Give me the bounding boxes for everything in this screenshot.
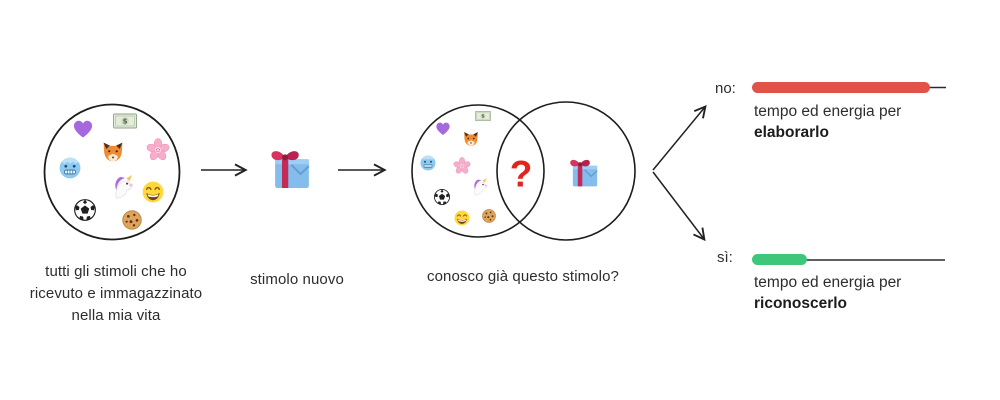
- question-mark: ?: [509, 153, 533, 195]
- branch-yes-label: sì:: [717, 249, 733, 266]
- cold-face-icon: [419, 154, 437, 172]
- purple-heart-icon: [434, 119, 453, 138]
- soccer-icon: [433, 188, 452, 207]
- question-caption: conosco già questo stimolo?: [427, 268, 619, 285]
- money-icon: $: [113, 113, 137, 129]
- venn-left-circle: [411, 104, 545, 238]
- branch-no-label: no:: [715, 80, 736, 97]
- purple-heart-icon: [70, 115, 96, 141]
- grin-icon: [141, 180, 166, 205]
- branch-yes-text-line1: tempo ed energia per: [754, 274, 902, 291]
- unicorn-icon: [470, 177, 490, 197]
- memory-caption: tutti gli stimoli che ho ricevuto e imma…: [29, 263, 203, 324]
- cookie-icon: [481, 208, 498, 225]
- venn-right-circle: [496, 101, 636, 241]
- branch-no-text: tempo ed energia per elaborarlo: [754, 101, 901, 143]
- blossom-icon: [453, 157, 471, 175]
- fox-icon: [100, 139, 126, 165]
- unicorn-icon: [110, 174, 137, 201]
- svg-text:$: $: [481, 114, 484, 120]
- branch-no-text-line1: tempo ed energia per: [754, 103, 902, 120]
- soccer-icon: [72, 197, 98, 223]
- branch-yes-bar: [752, 254, 807, 265]
- gift-icon: [567, 154, 603, 190]
- fox-icon: [462, 130, 481, 149]
- gift-icon: [267, 143, 317, 193]
- grin-icon: [453, 209, 471, 227]
- branch-yes-text-line2: riconoscerlo: [754, 295, 848, 312]
- new-stimulus-caption: stimolo nuovo: [250, 271, 344, 288]
- arrow-branch-yes: [652, 171, 704, 239]
- branch-no-text-line2: elaborarlo: [754, 124, 829, 141]
- blossom-icon: [146, 138, 170, 162]
- svg-text:$: $: [123, 118, 128, 126]
- cold-face-icon: [58, 156, 83, 181]
- arrow-branch-no: [652, 107, 705, 171]
- branch-yes-text: tempo ed energia per riconoscerlo: [754, 272, 901, 314]
- branch-no-bar: [752, 82, 930, 93]
- memory-circle: [43, 103, 181, 241]
- cookie-icon: [120, 208, 144, 232]
- money-icon: $: [475, 111, 491, 122]
